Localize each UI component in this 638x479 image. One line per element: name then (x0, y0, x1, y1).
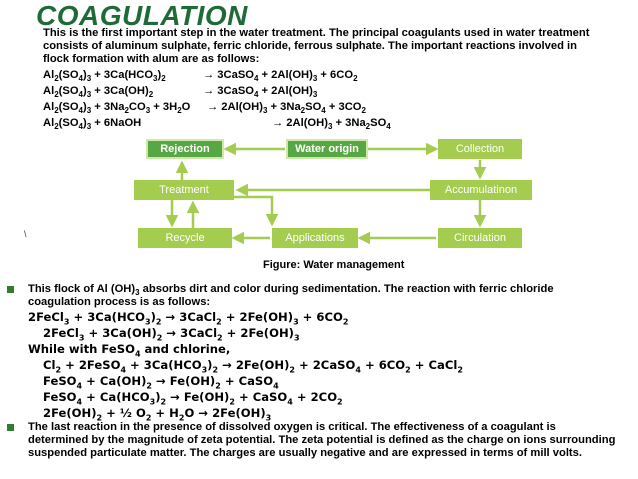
last-paragraph: The last reaction in the presence of dis… (7, 421, 618, 460)
intro-paragraph: This is the first important step in the … (43, 27, 590, 65)
alum-eq-1-rhs: → 3CaSO4 + 2Al(OH)3 + 6CO2 (203, 69, 358, 84)
feso4-eq-1: Cl2 + 2FeSO4 + 3Ca(HCO3)2 → 2Fe(OH)2 + 2… (43, 358, 463, 375)
page-title: COAGULATION (36, 0, 248, 31)
alum-eq-3-lhs: Al2(SO4)3 + 3Na2CO3 + 3H2O (43, 101, 191, 116)
node-collection: Collection (438, 139, 522, 159)
node-treatment: Treatment (134, 180, 234, 200)
node-recycle: Recycle (138, 228, 232, 248)
node-accumulation: Accumulatinon (430, 180, 532, 200)
feso4-eq-3: FeSO4 + Ca(HCO3)2 → Fe(OH)2 + CaSO4 + 2C… (43, 390, 343, 407)
flock-paragraph-text: This flock of Al (OH)3 absorbs dirt and … (28, 283, 554, 308)
arrow-treatment-to-applications (232, 195, 279, 227)
ferric-eq-1: 2FeCl3 + 3Ca(HCO3)2 → 3CaCl2 + 2Fe(OH)3 … (28, 310, 349, 327)
node-circulation: Circulation (438, 228, 522, 248)
flock-paragraph: This flock of Al (OH)3 absorbs dirt and … (7, 283, 618, 309)
alum-eq-4-lhs: Al2(SO4)3 + 6NaOH (43, 117, 142, 132)
ferric-eq-2: 2FeCl3 + 3Ca(OH)2 → 3CaCl2 + 2Fe(OH)3 (43, 326, 300, 343)
bullet-icon (7, 286, 14, 293)
node-water-origin: Water origin (286, 139, 368, 159)
bullet-icon (7, 424, 14, 431)
feso4-eq-2: FeSO4 + Ca(OH)2 → Fe(OH)2 + CaSO4 (43, 374, 279, 391)
node-rejection: Rejection (146, 139, 224, 159)
alum-eq-4-rhs: → 2Al(OH)3 + 3Na2SO4 (272, 117, 391, 132)
stray-mark: \ (24, 229, 27, 239)
alum-eq-2-lhs: Al2(SO4)3 + 3Ca(OH)2 (43, 85, 154, 100)
feso4-heading: While with FeSO4 and chlorine, (28, 342, 231, 359)
figure-caption: Figure: Water management (263, 259, 405, 271)
alum-eq-3-rhs: → 2Al(OH)3 + 3Na2SO4 + 3CO2 (207, 101, 366, 116)
last-paragraph-text: The last reaction in the presence of dis… (28, 421, 616, 459)
alum-eq-1-lhs: Al2(SO4)3 + 3Ca(HCO3)2 (43, 69, 166, 84)
feso4-eq-4: 2Fe(OH)2 + ½ O2 + H2O → 2Fe(OH)3 (43, 406, 272, 423)
alum-eq-2-rhs: → 3CaSO4 + 2Al(OH)3 (203, 85, 318, 100)
node-applications: Applications (272, 228, 358, 248)
